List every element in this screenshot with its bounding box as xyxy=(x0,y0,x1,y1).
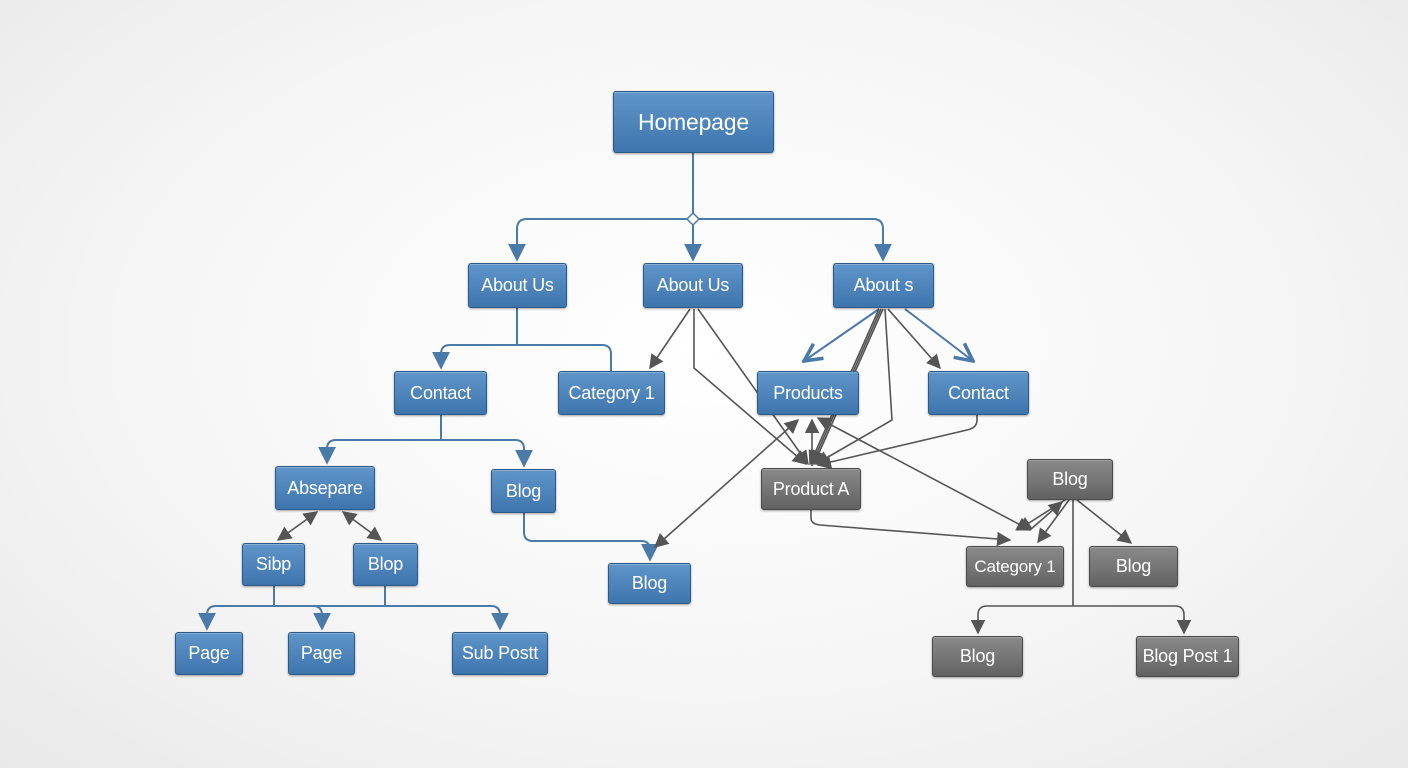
node-about-us-center[interactable]: About Us xyxy=(643,263,743,308)
edge-about-contact xyxy=(432,308,518,370)
node-blog-upper[interactable]: Blog xyxy=(491,469,556,513)
node-contact-right[interactable]: Contact xyxy=(928,371,1029,415)
node-blop[interactable]: Blop xyxy=(353,543,418,586)
node-category-1-blue[interactable]: Category 1 xyxy=(558,371,665,415)
edge-about-center-category xyxy=(649,308,691,370)
edge-trunk-blogpost xyxy=(1073,605,1192,635)
edge-home-about-left xyxy=(508,218,693,262)
edge-blop-subpost xyxy=(385,605,509,631)
node-blog-gray-bottom[interactable]: Blog xyxy=(932,636,1023,677)
edge-products-blog xyxy=(653,419,800,548)
node-absepare[interactable]: Absepare xyxy=(275,466,375,510)
edge-about-right-products-v xyxy=(804,308,880,361)
node-page-1[interactable]: Page xyxy=(175,632,243,675)
node-sibp[interactable]: Sibp xyxy=(242,543,305,586)
junction-diamond xyxy=(685,211,701,227)
edge-about-category xyxy=(517,344,612,371)
edge-blog-g-blog-g2 xyxy=(1076,499,1133,544)
edge-home-about-right xyxy=(693,218,892,262)
edge-category-blog-g xyxy=(1029,501,1064,531)
node-blog-gray-mid[interactable]: Blog xyxy=(1089,546,1178,587)
edge-contact-absepare xyxy=(318,415,442,465)
edge-absepare-blop xyxy=(341,511,383,541)
node-about-us-left[interactable]: About Us xyxy=(468,263,567,308)
edge-producta-category-g xyxy=(810,510,1012,547)
node-blog-lower[interactable]: Blog xyxy=(608,563,691,604)
node-product-a[interactable]: Product A xyxy=(761,468,861,510)
node-page-2[interactable]: Page xyxy=(288,632,355,675)
node-blog-post-1[interactable]: Blog Post 1 xyxy=(1136,636,1239,677)
edge-products-category-g xyxy=(816,417,1032,531)
edge-blop-page-1 xyxy=(198,586,386,631)
edge-abouts-contact xyxy=(887,308,941,370)
edge-trunk-blog-g3 xyxy=(970,605,1073,635)
node-contact-left[interactable]: Contact xyxy=(394,371,487,415)
node-blog-gray-top[interactable]: Blog xyxy=(1027,459,1113,500)
edge-absepare-sibp xyxy=(276,511,319,541)
edge-blog-g-category-2 xyxy=(1037,499,1070,544)
node-homepage[interactable]: Homepage xyxy=(613,91,774,153)
edge-about-right-contact-v xyxy=(904,308,973,361)
node-sub-post[interactable]: Sub Postt xyxy=(452,632,548,675)
node-category-1-gray[interactable]: Category 1 xyxy=(966,546,1064,587)
edge-blop-page-2 xyxy=(273,586,331,631)
node-products[interactable]: Products xyxy=(757,371,859,415)
edge-contact-producta xyxy=(816,415,978,470)
edge-blog-blog xyxy=(523,513,659,562)
edge-contact-blog xyxy=(441,439,533,468)
node-abouts-right[interactable]: About s xyxy=(833,263,934,308)
